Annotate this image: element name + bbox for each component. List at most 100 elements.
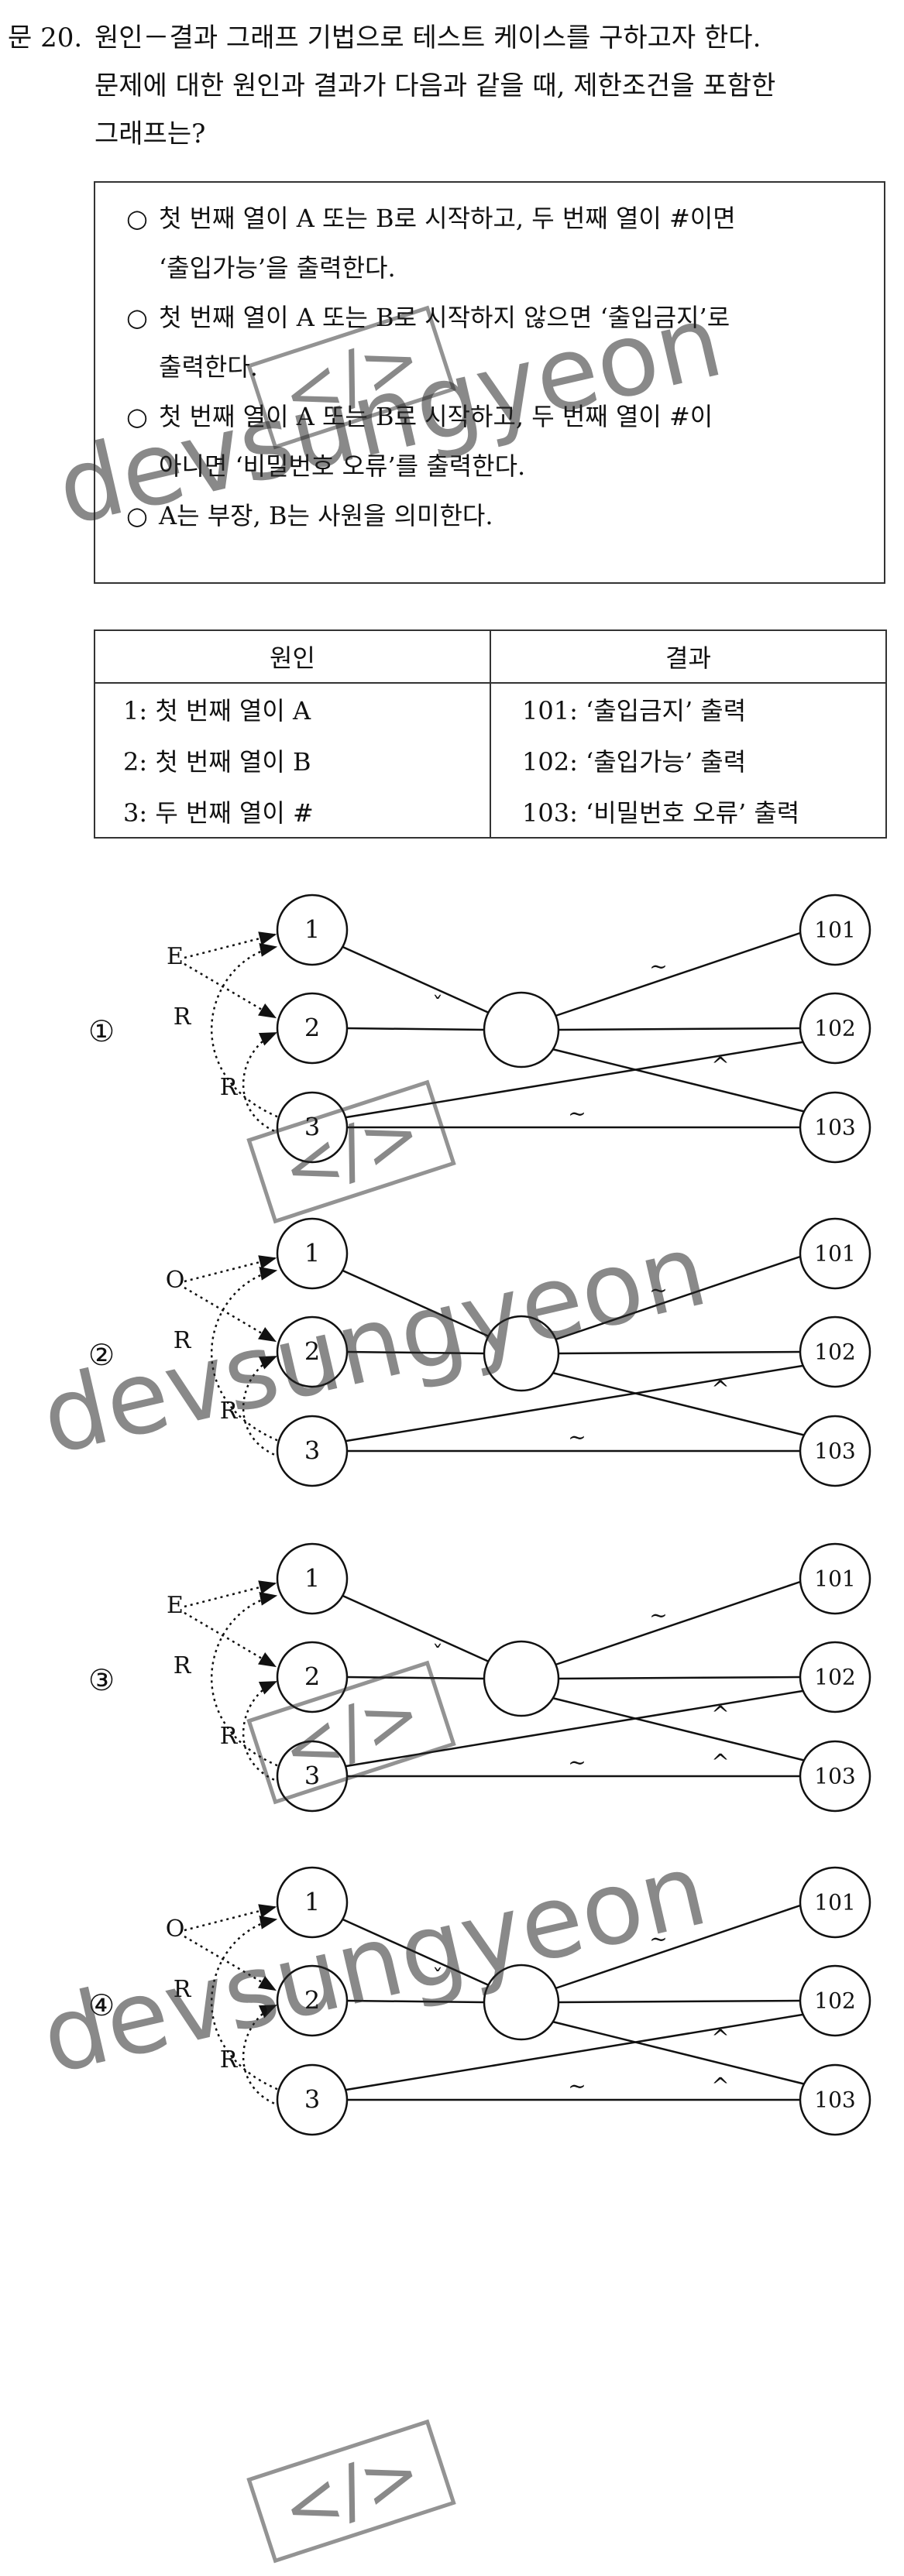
- option-number[interactable]: ④: [88, 1988, 115, 2022]
- effect-node-label: 103: [814, 1439, 855, 1464]
- constraint-arrow: [242, 1031, 287, 1137]
- option-number[interactable]: ③: [88, 1663, 115, 1697]
- intermediate-node: [483, 1315, 560, 1392]
- option-number[interactable]: ②: [88, 1338, 115, 1372]
- effect-node: [799, 1315, 871, 1388]
- cause-node-label: 3: [304, 1113, 320, 1142]
- cause-cell: 2: 첫 번째 열이 B: [94, 735, 491, 786]
- cause-effect-table: 원인 결과 1: 첫 번째 열이 A 101: ‘출입금지’ 출력 2: 첫 번…: [94, 629, 887, 839]
- edge-line: [339, 1593, 490, 1663]
- bullet-icon: ○: [126, 501, 148, 530]
- condition-item: ○첫 번째 열이 A 또는 B로 시작하고, 두 번째 열이 #이면 ‘출입가능…: [126, 194, 736, 283]
- effect-node: [799, 992, 871, 1065]
- constraint-arrow: [184, 962, 277, 1019]
- effect-node-label: 102: [814, 1988, 855, 2014]
- constraint-arrow: [210, 1916, 290, 2095]
- effect-node-label: 102: [814, 1339, 855, 1365]
- effect-node-label: 101: [814, 918, 855, 943]
- edge-line: [558, 1027, 801, 1031]
- edge-line: [555, 1904, 801, 1990]
- constraint-arrow: [210, 1267, 290, 1446]
- cause-node: [276, 1217, 349, 1290]
- effect-node: [799, 1091, 871, 1164]
- cause-node: [276, 1315, 349, 1388]
- tilde-mark: ~: [649, 1603, 667, 1628]
- constraint-label: R: [174, 1327, 192, 1354]
- condition-item: ○A는 부장, B는 사원을 의미한다.: [126, 491, 493, 540]
- edge-line: [552, 1696, 806, 1762]
- cause-node-label: 3: [304, 2085, 320, 2115]
- cause-node-label: 2: [304, 1986, 320, 2015]
- tilde-mark: ~: [568, 2073, 586, 2099]
- intermediate-node: [483, 991, 560, 1068]
- constraint-label: O: [166, 1267, 185, 1294]
- effect-node: [799, 2063, 871, 2136]
- effect-node: [799, 894, 871, 966]
- caret-mark: ^: [711, 1377, 729, 1402]
- cause-node: [276, 1415, 349, 1487]
- condition-line-continued: ‘출입가능’을 출력한다.: [159, 253, 396, 283]
- caret-mark: ^: [711, 2025, 729, 2051]
- header-effect: 결과: [490, 629, 887, 684]
- question-line-3: 그래프는?: [95, 118, 206, 149]
- question-line-2: 문제에 대한 원인과 결과가 다음과 같을 때, 제한조건을 포함한: [95, 70, 776, 101]
- cause-node: [276, 1866, 349, 1939]
- option-number[interactable]: ①: [88, 1014, 115, 1048]
- constraint-label: R: [220, 1074, 239, 1101]
- edge-line: [346, 1676, 485, 1680]
- cause-node-label: 3: [304, 1436, 320, 1466]
- tilde-mark: ~: [568, 1425, 586, 1450]
- condition-line-continued: 아니면 ‘비밀번호 오류’를 출력한다.: [159, 451, 526, 481]
- tilde-mark: ~: [568, 1750, 586, 1775]
- question-line-1: 원인－결과 그래프 기법으로 테스트 케이스를 구하고자 한다.: [95, 22, 761, 53]
- and-mark: ˇ: [432, 1965, 443, 1991]
- cause-node: [276, 992, 349, 1065]
- tilde-mark: ~: [649, 1278, 667, 1303]
- effect-node: [799, 1415, 871, 1487]
- edge-line: [339, 944, 490, 1014]
- and-mark: ˇ: [432, 993, 443, 1018]
- caret-mark: ^: [711, 1053, 729, 1079]
- caret-mark: ^: [711, 1750, 729, 1775]
- edge-line: [346, 1999, 485, 2004]
- constraint-label: R: [220, 1723, 239, 1750]
- constraint-label: E: [167, 943, 184, 970]
- constraint-label: R: [174, 1003, 192, 1031]
- edge-line: [558, 1676, 801, 1680]
- constraint-arrow: [184, 1580, 277, 1608]
- caret-mark: ^: [711, 1702, 729, 1727]
- edge-line: [552, 2020, 806, 2086]
- constraint-label: R: [220, 1398, 239, 1425]
- edge-line: [555, 1580, 801, 1666]
- effect-node-label: 101: [814, 1890, 855, 1916]
- caret-mark: ^: [711, 2073, 729, 2099]
- effect-node-label: 103: [814, 1115, 855, 1141]
- constraint-arrow: [210, 1592, 290, 1772]
- constraint-label: R: [174, 1652, 192, 1679]
- cause-node: [276, 1740, 349, 1813]
- intermediate-node: [483, 1964, 560, 2041]
- constraint-arrow: [184, 1904, 277, 1932]
- effect-cell: 102: ‘출입가능’ 출력: [490, 735, 887, 786]
- table-row: 2: 첫 번째 열이 B 102: ‘출입가능’ 출력: [94, 735, 887, 786]
- conditions-box: ○첫 번째 열이 A 또는 B로 시작하고, 두 번째 열이 #이면 ‘출입가능…: [94, 181, 885, 584]
- cause-node-label: 2: [304, 1014, 320, 1043]
- constraint-label: R: [220, 2046, 239, 2073]
- cause-node-label: 2: [304, 1337, 320, 1367]
- condition-item: ○첫 번째 열이 A 또는 B로 시작하고, 두 번째 열이 #이 아니면 ‘비…: [126, 392, 713, 481]
- table-row: 3: 두 번째 열이 # 103: ‘비밀번호 오류’ 출력: [94, 786, 887, 839]
- header-cause: 원인: [94, 629, 491, 684]
- cause-cell: 1: 첫 번째 열이 A: [94, 683, 491, 735]
- effect-node: [799, 1740, 871, 1813]
- effect-node-label: 101: [814, 1566, 855, 1592]
- effect-node: [799, 1542, 871, 1615]
- and-mark: ˇ: [432, 1641, 443, 1667]
- constraint-arrow: [184, 1255, 277, 1283]
- cause-cell: 3: 두 번째 열이 #: [94, 786, 491, 839]
- table-header-row: 원인 결과: [94, 629, 887, 684]
- condition-item: ○첫 번째 열이 A 또는 B로 시작하지 않으면 ‘출입금지’로 출력한다.: [126, 293, 730, 382]
- cause-node: [276, 1964, 349, 2037]
